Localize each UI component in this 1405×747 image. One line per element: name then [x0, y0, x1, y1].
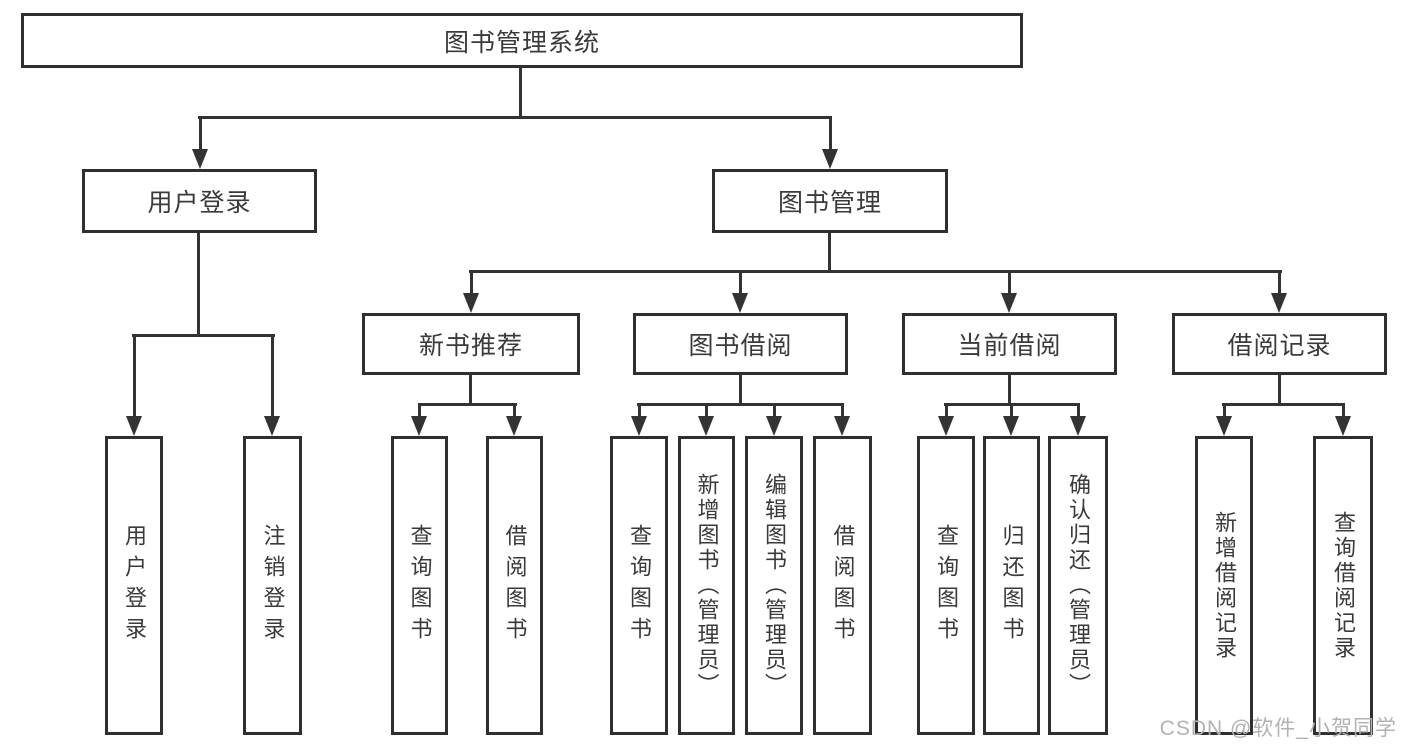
connector-line: [1222, 403, 1345, 406]
arrow-down: [834, 405, 850, 436]
connector-line: [637, 403, 844, 406]
arrow-down: [698, 405, 714, 436]
node-library-management-system: 图书管理系统: [21, 13, 1023, 68]
leaf-label: 用户登录: [122, 523, 147, 648]
connector-line: [944, 403, 1080, 406]
connector-line: [197, 232, 200, 336]
leaf-logout: 注销登录: [243, 436, 302, 735]
arrow-down: [1335, 405, 1351, 436]
connector-line: [418, 403, 517, 406]
leaf-add-borrow-record: 新增借阅记录: [1195, 436, 1253, 735]
arrow-down: [126, 336, 142, 436]
leaf-label: 借阅图书: [830, 523, 856, 648]
leaf-confirm-return-admin: 确认归还（管理员）: [1048, 436, 1108, 735]
connector-line: [198, 116, 832, 119]
node-book-borrowing: 图书借阅: [633, 313, 848, 375]
leaf-edit-books-admin: 编辑图书（管理员）: [745, 436, 803, 735]
leaf-label: 借阅图书: [502, 523, 528, 648]
leaf-label: 新增图书（管理员）: [694, 473, 720, 698]
leaf-label: 查询图书: [934, 523, 959, 648]
leaf-return-books: 归还图书: [983, 436, 1040, 735]
node-book-management: 图书管理: [712, 169, 948, 233]
leaf-query-books-borrowing: 查询图书: [610, 436, 668, 735]
arrow-down: [1001, 272, 1017, 313]
node-user-login: 用户登录: [82, 169, 317, 233]
connector-line: [1278, 374, 1281, 406]
arrow-down: [631, 405, 647, 436]
leaf-label: 归还图书: [999, 523, 1025, 648]
connector-line: [828, 232, 831, 273]
connector-line: [132, 334, 275, 337]
node-current-borrowing: 当前借阅: [902, 313, 1117, 375]
leaf-label: 编辑图书（管理员）: [762, 473, 787, 698]
arrow-down: [822, 118, 838, 169]
leaf-label: 新增借阅记录: [1212, 510, 1237, 661]
arrow-down: [1070, 405, 1086, 436]
arrow-down: [1216, 405, 1232, 436]
arrow-down: [1271, 272, 1287, 313]
arrow-down: [264, 336, 280, 436]
arrow-down: [411, 405, 427, 436]
connector-line: [519, 68, 522, 119]
arrow-down: [732, 272, 748, 313]
leaf-user-login: 用户登录: [105, 436, 163, 735]
node-label: 借阅记录: [1227, 332, 1332, 360]
arrow-down: [766, 405, 782, 436]
connector-line: [469, 374, 472, 406]
node-label: 用户登录: [147, 189, 252, 217]
node-borrowing-records: 借阅记录: [1172, 313, 1387, 375]
node-label: 当前借阅: [957, 332, 1062, 360]
leaf-borrow-books-recommend: 借阅图书: [486, 436, 543, 735]
leaf-label: 确认归还（管理员）: [1066, 473, 1091, 698]
leaf-add-books-admin: 新增图书（管理员）: [678, 436, 735, 735]
leaf-query-books-current: 查询图书: [917, 436, 975, 735]
node-label: 图书管理: [777, 189, 882, 217]
node-label: 图书管理系统: [443, 28, 600, 57]
leaf-borrow-books-borrowing: 借阅图书: [813, 436, 872, 735]
node-label: 图书借阅: [688, 332, 793, 360]
connector-line: [739, 374, 742, 406]
connector-line: [469, 270, 1282, 273]
leaf-label: 查询图书: [407, 523, 433, 648]
node-new-book-recommendation: 新书推荐: [362, 313, 580, 375]
csdn-watermark: CSDN @软件_小贺同学: [1159, 717, 1397, 740]
leaf-label: 注销登录: [260, 523, 286, 648]
arrow-down: [506, 405, 522, 436]
leaf-query-borrow-record: 查询借阅记录: [1313, 436, 1373, 735]
connector-line: [1008, 374, 1011, 406]
node-label: 新书推荐: [418, 332, 523, 360]
leaf-label: 查询图书: [627, 523, 652, 648]
leaf-label: 查询借阅记录: [1331, 510, 1356, 661]
arrow-down: [192, 118, 208, 169]
leaf-query-books-recommend: 查询图书: [391, 436, 448, 735]
arrow-down: [1003, 405, 1019, 436]
arrow-down: [938, 405, 954, 436]
arrow-down: [463, 272, 479, 313]
